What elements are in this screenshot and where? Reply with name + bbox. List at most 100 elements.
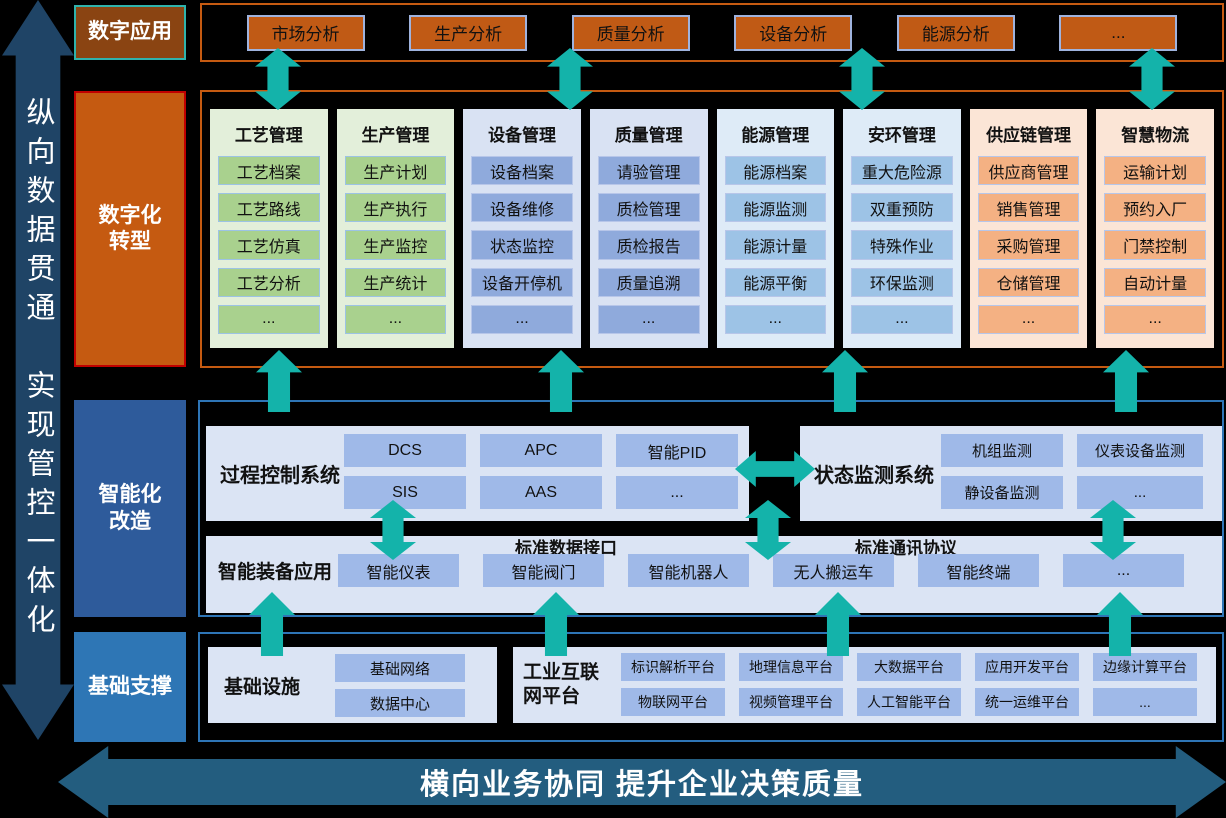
column-title: 设备管理 bbox=[488, 126, 557, 145]
column-item: 工艺档案 bbox=[218, 156, 320, 186]
process-control-items: DCS APC 智能PID SIS AAS ... bbox=[344, 434, 738, 509]
smart-equipment-items: 智能仪表 智能阀门 智能机器人 无人搬运车 智能终端 ... bbox=[338, 554, 1184, 587]
column-item: ... bbox=[977, 304, 1080, 335]
column-item: 供应商管理 bbox=[977, 156, 1080, 186]
infrastructure-panel: 基础设施 基础网络 数据中心 bbox=[208, 647, 497, 723]
app-item-production-analysis: 生产分析 bbox=[409, 14, 528, 51]
infra-item: 基础网络 bbox=[335, 654, 465, 682]
process-item: DCS bbox=[344, 434, 466, 467]
panel-title: 智能装备应用 bbox=[218, 562, 333, 583]
column-item: 仓储管理 bbox=[977, 267, 1080, 297]
column-item: 运输计划 bbox=[1104, 156, 1206, 186]
infra-item: 数据中心 bbox=[335, 689, 465, 717]
application-row-container: 市场分析 生产分析 质量分析 设备分析 能源分析 ... bbox=[200, 3, 1224, 62]
column-item: 状态监控 bbox=[471, 230, 573, 260]
column-item: 预约入厂 bbox=[1104, 193, 1206, 223]
process-item: ... bbox=[616, 476, 738, 509]
infrastructure-items: 基础网络 数据中心 bbox=[335, 654, 465, 717]
column-item: 能源档案 bbox=[724, 156, 827, 186]
column-item: ... bbox=[724, 304, 827, 335]
platform-item: 视频管理平台 bbox=[739, 688, 843, 716]
column-title: 质量管理 bbox=[614, 126, 683, 145]
platform-item: 应用开发平台 bbox=[975, 653, 1079, 681]
column-item: 质量追溯 bbox=[597, 267, 700, 297]
monitor-item: 机组监测 bbox=[941, 434, 1063, 467]
industrial-internet-platform-panel: 工业互联网平台 标识解析平台 地理信息平台 大数据平台 应用开发平台 边缘计算平… bbox=[513, 647, 1216, 723]
column-item: 采购管理 bbox=[977, 230, 1080, 260]
process-item: APC bbox=[480, 434, 602, 467]
platform-item: 大数据平台 bbox=[857, 653, 961, 681]
column-title: 能源管理 bbox=[741, 126, 810, 145]
digital-transformation-container: 工艺管理 工艺档案 工艺路线 工艺仿真 工艺分析 ... 生产管理 生产计划 生… bbox=[200, 90, 1224, 368]
column-title: 工艺管理 bbox=[234, 126, 303, 145]
panel-title: 过程控制系统 bbox=[220, 465, 340, 487]
intelligent-upgrade-container: 过程控制系统 DCS APC 智能PID SIS AAS ... 状态监测系统 … bbox=[198, 400, 1224, 617]
column-item: 环保监测 bbox=[851, 267, 953, 297]
column-item: 工艺路线 bbox=[218, 193, 320, 223]
column-item: 能源监测 bbox=[724, 193, 827, 223]
monitor-item: 仪表设备监测 bbox=[1077, 434, 1203, 467]
platform-item: 边缘计算平台 bbox=[1093, 653, 1197, 681]
column-supply-chain-management: 供应链管理 供应商管理 销售管理 采购管理 仓储管理 ... bbox=[969, 109, 1088, 348]
process-item: SIS bbox=[344, 476, 466, 509]
app-item-equipment-analysis: 设备分析 bbox=[734, 14, 853, 51]
column-item: 生产统计 bbox=[344, 267, 447, 297]
app-item-energy-analysis: 能源分析 bbox=[896, 14, 1015, 51]
layer-label-digital-application: 数字应用 bbox=[74, 5, 186, 60]
column-quality-management: 质量管理 请验管理 质检管理 质检报告 质量追溯 ... bbox=[589, 109, 708, 348]
column-item: 请验管理 bbox=[597, 156, 700, 186]
column-smart-logistics: 智慧物流 运输计划 预约入厂 门禁控制 自动计量 ... bbox=[1096, 109, 1214, 348]
process-control-system-panel: 过程控制系统 DCS APC 智能PID SIS AAS ... bbox=[206, 426, 749, 521]
column-title: 生产管理 bbox=[361, 126, 430, 145]
layer-label-foundation-support: 基础支撑 bbox=[74, 632, 186, 742]
equipment-item: 智能仪表 bbox=[338, 554, 459, 587]
equipment-item: 智能机器人 bbox=[628, 554, 749, 587]
column-item: 生产执行 bbox=[344, 193, 447, 223]
platform-item: 统一运维平台 bbox=[975, 688, 1079, 716]
column-equipment-management: 设备管理 设备档案 设备维修 状态监控 设备开停机 ... bbox=[463, 109, 581, 348]
panel-title: 工业互联网平台 bbox=[523, 662, 600, 707]
column-item: 自动计量 bbox=[1104, 267, 1206, 297]
equipment-item: 无人搬运车 bbox=[773, 554, 894, 587]
column-item: 生产计划 bbox=[344, 156, 447, 186]
equipment-item: 智能阀门 bbox=[483, 554, 604, 587]
vertical-arrow-label: 纵向数据贯通 实现管控一体化 bbox=[22, 97, 54, 643]
platform-item: ... bbox=[1093, 688, 1197, 716]
column-energy-management: 能源管理 能源档案 能源监测 能源计量 能源平衡 ... bbox=[716, 109, 835, 348]
column-item: 生产监控 bbox=[344, 230, 447, 260]
column-title: 智慧物流 bbox=[1121, 126, 1190, 145]
monitoring-items: 机组监测 仪表设备监测 静设备监测 ... bbox=[941, 434, 1203, 509]
section-label-standard-data-interface: 标准数据接口 bbox=[515, 539, 617, 558]
column-item: 工艺分析 bbox=[218, 267, 320, 297]
platform-item: 标识解析平台 bbox=[621, 653, 725, 681]
process-item: AAS bbox=[480, 476, 602, 509]
panel-title: 基础设施 bbox=[224, 676, 301, 698]
foundation-support-container: 基础设施 基础网络 数据中心 工业互联网平台 标识解析平台 地理信息平台 大数据… bbox=[198, 632, 1224, 742]
column-item: 设备开停机 bbox=[471, 267, 573, 297]
process-item: 智能PID bbox=[616, 434, 738, 467]
column-title: 安环管理 bbox=[867, 126, 936, 145]
column-item: 销售管理 bbox=[977, 193, 1080, 223]
layer-label-intelligent-upgrade: 智能化改造 bbox=[74, 400, 186, 617]
column-item: 重大危险源 bbox=[851, 156, 953, 186]
layer-label-digital-transformation: 数字化转型 bbox=[74, 91, 186, 367]
column-item: ... bbox=[344, 304, 447, 335]
platform-item: 地理信息平台 bbox=[739, 653, 843, 681]
column-item: 设备维修 bbox=[471, 193, 573, 223]
condition-monitoring-system-panel: 状态监测系统 机组监测 仪表设备监测 静设备监测 ... bbox=[800, 426, 1222, 521]
equipment-item: ... bbox=[1063, 554, 1184, 587]
platform-item: 物联网平台 bbox=[621, 688, 725, 716]
column-process-management: 工艺管理 工艺档案 工艺路线 工艺仿真 工艺分析 ... bbox=[210, 109, 328, 348]
column-title: 供应链管理 bbox=[986, 126, 1072, 145]
app-item-market-analysis: 市场分析 bbox=[246, 14, 365, 51]
column-item: ... bbox=[597, 304, 700, 335]
app-item-quality-analysis: 质量分析 bbox=[571, 14, 690, 51]
column-item: 设备档案 bbox=[471, 156, 573, 186]
column-item: ... bbox=[851, 304, 953, 335]
horizontal-arrow-label: 横向业务协同 提升企业决策质量 bbox=[419, 769, 865, 801]
equipment-item: 智能终端 bbox=[918, 554, 1039, 587]
platform-items: 标识解析平台 地理信息平台 大数据平台 应用开发平台 边缘计算平台 物联网平台 … bbox=[621, 653, 1197, 716]
column-item: 门禁控制 bbox=[1104, 230, 1206, 260]
column-item: ... bbox=[471, 304, 573, 335]
